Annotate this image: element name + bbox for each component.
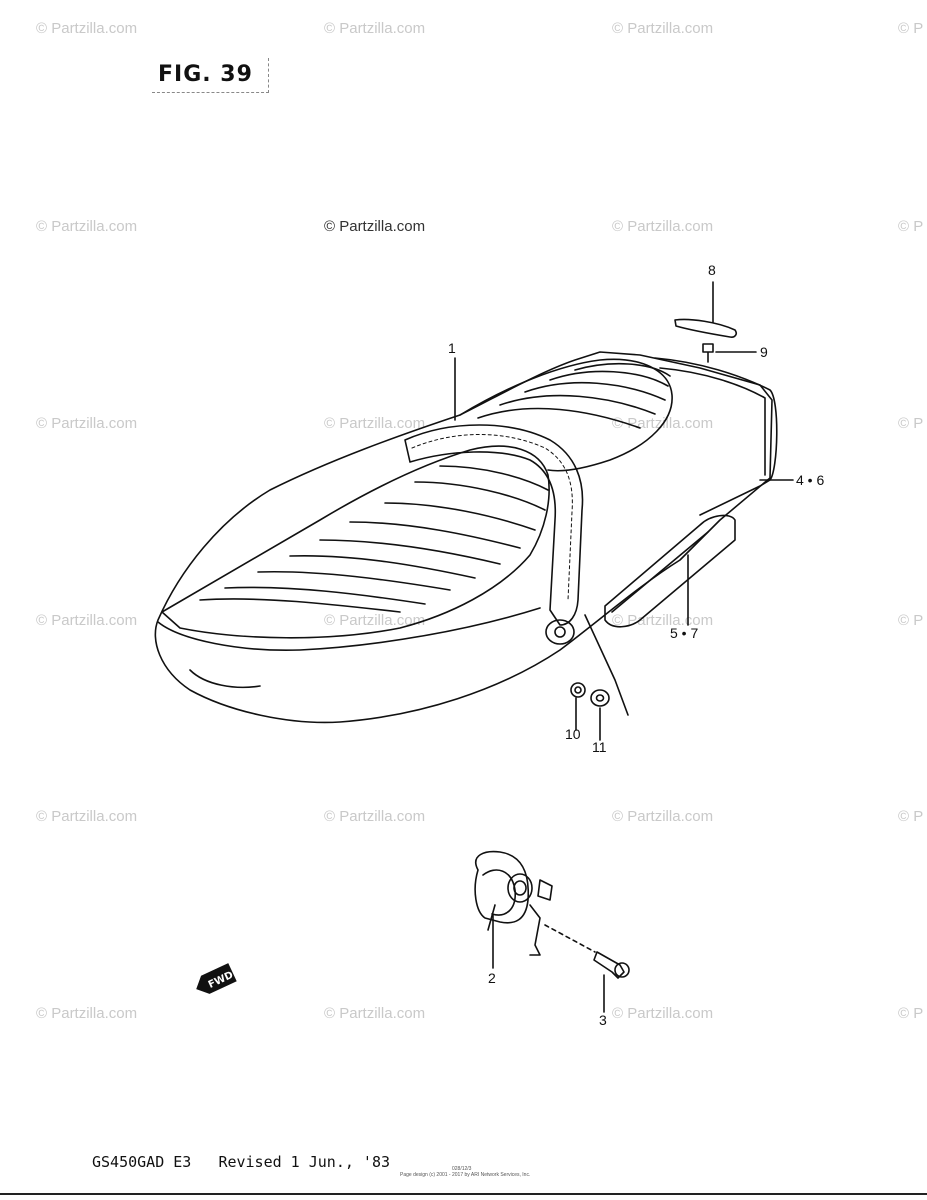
- pleat: [574, 363, 671, 377]
- strap-bracket: [545, 619, 575, 645]
- footer-model: GS450GAD E3 Revised 1 Jun., '83: [92, 1153, 390, 1171]
- watermark-text: © Partzilla.com: [36, 612, 138, 629]
- watermark-text: © P: [898, 612, 924, 629]
- watermark-text: © Partzilla.com: [612, 20, 714, 37]
- fwd-arrow-icon: FWD: [196, 963, 237, 994]
- figure-label: FIG. 39: [158, 62, 253, 87]
- watermark-text: © Partzilla.com: [36, 20, 138, 37]
- pleat: [439, 465, 549, 491]
- side-rail: [604, 514, 736, 628]
- screw-3: [593, 951, 625, 979]
- washer-11-hole: [595, 694, 605, 702]
- watermark-text: © Partzilla.com: [612, 808, 714, 825]
- watermark-text: © Partzilla.com: [612, 218, 714, 235]
- watermark-text: © P: [898, 218, 924, 235]
- watermark-text: © Partzilla.com: [36, 218, 138, 235]
- pleat: [384, 502, 536, 531]
- seat-rider-pad: [161, 445, 550, 639]
- screw-9: [702, 343, 714, 363]
- lock-key-blade: [529, 904, 541, 956]
- watermark-text: © Partzilla.com: [36, 808, 138, 825]
- callout-10: 10: [565, 726, 581, 742]
- seat-strap: [404, 424, 584, 626]
- watermark-text: © Partzilla.com: [36, 415, 138, 432]
- footer-model-text: GS450GAD E3: [92, 1153, 192, 1171]
- washer-10-hole: [574, 686, 582, 694]
- seat-passenger-pad: [459, 358, 673, 472]
- watermark-text: © P: [898, 1005, 924, 1022]
- watermark-text: © P: [898, 415, 924, 432]
- bottom-rule: [0, 1193, 927, 1195]
- footer-code: 028/12/3: [452, 1166, 472, 1172]
- emblem-plate: [674, 318, 737, 338]
- pleat: [257, 570, 451, 591]
- pleat: [524, 381, 666, 401]
- lock-key: [537, 879, 553, 901]
- watermark-text: © Partzilla.com: [324, 612, 426, 629]
- callout-5-7: 5 • 7: [670, 625, 699, 641]
- pleat: [349, 521, 521, 549]
- pleat: [549, 370, 669, 387]
- lock-cylinder: [507, 873, 533, 903]
- washer-10: [570, 682, 586, 698]
- footer-credit: Page design (c) 2001 - 2017 by ARI Netwo…: [400, 1172, 531, 1178]
- watermark-text: © P: [898, 20, 924, 37]
- seat-underside: [189, 669, 261, 689]
- watermark-text: © Partzilla.com: [324, 808, 426, 825]
- watermark-text: © Partzilla.com: [324, 20, 426, 37]
- seat-base: [154, 351, 773, 724]
- pleat: [319, 539, 501, 565]
- callout-4-6: 4 • 6: [796, 472, 825, 488]
- washer-11: [590, 689, 610, 707]
- seat-lock: [474, 850, 530, 924]
- pleat: [414, 481, 546, 511]
- pleat: [499, 394, 656, 415]
- watermark-text: © Partzilla.com: [324, 1005, 426, 1022]
- callout-3: 3: [599, 1012, 607, 1028]
- callout-11: 11: [592, 739, 607, 755]
- pleat: [289, 554, 476, 579]
- footer-revision-text: Revised 1 Jun., '83: [218, 1153, 391, 1171]
- callout-1: 1: [448, 340, 456, 356]
- figure-label-frame: [152, 58, 269, 93]
- pleat: [477, 407, 641, 429]
- watermark-text: © Partzilla.com: [36, 1005, 138, 1022]
- watermark-text: © P: [898, 808, 924, 825]
- tail-cowl: [654, 357, 778, 516]
- callout-9: 9: [760, 344, 768, 360]
- strap-bolt-hole: [554, 626, 566, 638]
- watermark-text: © Partzilla.com: [324, 415, 426, 432]
- watermark-text: © Partzilla.com: [612, 1005, 714, 1022]
- callout-8: 8: [708, 262, 716, 278]
- lock-keyhole: [513, 880, 527, 896]
- pleat: [199, 598, 401, 613]
- seat-skirt: [157, 607, 541, 652]
- callout-2: 2: [488, 970, 496, 986]
- pleat: [224, 586, 426, 605]
- watermark-main: © Partzilla.com: [324, 218, 426, 235]
